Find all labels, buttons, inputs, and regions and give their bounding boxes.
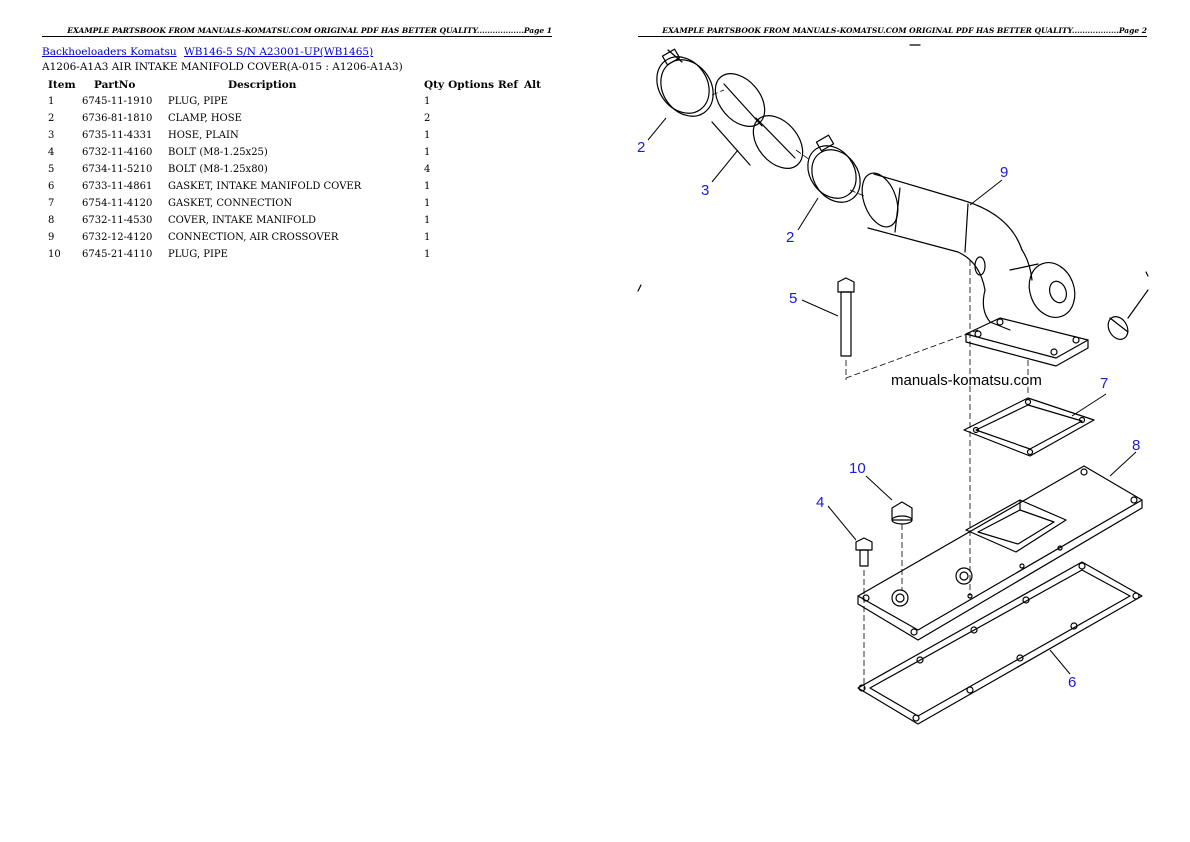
header-qty: Qty	[424, 79, 445, 91]
hose-clamp-top	[656, 48, 714, 117]
header-ref: Ref	[498, 79, 518, 91]
cell-description: PLUG, PIPE	[168, 96, 228, 107]
cell-description: HOSE, PLAIN	[168, 130, 239, 141]
exploded-parts-diagram: 2 3 2 9 5 7 8 10 4 6 manuals-komatsu.com	[637, 44, 1149, 725]
table-row: 7 6754-11-4120 GASKET, CONNECTION 1	[42, 195, 556, 212]
cell-qty: 1	[424, 96, 431, 107]
cell-partno: 6745-11-1910	[82, 96, 153, 107]
cell-partno: 6735-11-4331	[82, 130, 153, 141]
breadcrumb-category-link[interactable]: Backhoeloaders Komatsu	[42, 46, 177, 58]
page-header-right: EXAMPLE PARTSBOOK FROM MANUALS-KOMATSU.C…	[638, 26, 1147, 37]
cell-description: COVER, INTAKE MANIFOLD	[168, 215, 317, 226]
pipe-plug-right	[1107, 271, 1149, 340]
cell-qty: 2	[424, 113, 431, 124]
header-description: Description	[228, 79, 297, 91]
cell-qty: 1	[424, 198, 431, 209]
pipe-plug-10	[891, 501, 913, 525]
cell-item: 3	[48, 130, 55, 141]
cell-item: 1	[48, 96, 55, 107]
callout-8: 8	[1132, 437, 1140, 454]
air-crossover-connection	[861, 172, 1089, 367]
callout-6: 6	[1068, 674, 1076, 691]
header-partno: PartNo	[94, 79, 136, 91]
cell-qty: 1	[424, 215, 431, 226]
bolt-short	[855, 537, 873, 567]
cell-qty: 1	[424, 232, 431, 243]
cell-description: CONNECTION, AIR CROSSOVER	[168, 232, 339, 243]
cell-qty: 1	[424, 181, 431, 192]
cell-item: 8	[48, 215, 55, 226]
group-title: A1206-A1A3 AIR INTAKE MANIFOLD COVER(A-0…	[42, 61, 403, 73]
callout-2-middle: 2	[786, 229, 794, 246]
header-item: Item	[48, 79, 76, 91]
callout-10: 10	[849, 460, 866, 477]
cell-description: BOLT (M8-1.25x80)	[168, 164, 268, 175]
callout-5: 5	[789, 290, 797, 307]
cell-partno: 6732-12-4120	[82, 232, 153, 243]
breadcrumb-model-link[interactable]: WB146-5 S/N A23001-UP(WB1465)	[183, 46, 374, 58]
header-alt: Alt	[524, 79, 541, 91]
cell-item: 10	[48, 249, 61, 260]
cell-partno: 6734-11-5210	[82, 164, 153, 175]
cell-description: PLUG, PIPE	[168, 249, 228, 260]
cell-item: 4	[48, 147, 55, 158]
callout-7: 7	[1100, 375, 1108, 392]
table-row: 9 6732-12-4120 CONNECTION, AIR CROSSOVER…	[42, 229, 556, 246]
table-header-row: Item PartNo Description Qty Options Ref …	[42, 77, 556, 93]
cell-partno: 6732-11-4160	[82, 147, 153, 158]
cell-qty: 1	[424, 130, 431, 141]
cell-partno: 6754-11-4120	[82, 198, 153, 209]
callout-2-top: 2	[637, 139, 645, 156]
hose-clamp-middle	[807, 134, 861, 203]
cell-item: 5	[48, 164, 55, 175]
callout-3: 3	[701, 182, 709, 199]
cell-partno: 6732-11-4530	[82, 215, 153, 226]
cell-description: BOLT (M8-1.25x25)	[168, 147, 268, 158]
cell-partno: 6733-11-4861	[82, 181, 153, 192]
table-row: 10 6745-21-4110 PLUG, PIPE 1	[42, 246, 556, 263]
cell-description: GASKET, INTAKE MANIFOLD COVER	[168, 181, 362, 192]
header-options: Options	[448, 79, 494, 91]
cell-qty: 1	[424, 249, 431, 260]
cell-partno: 6745-21-4110	[82, 249, 153, 260]
watermark: manuals-komatsu.com	[891, 372, 1042, 389]
table-row: 3 6735-11-4331 HOSE, PLAIN 1	[42, 127, 556, 144]
cell-description: CLAMP, HOSE	[168, 113, 242, 124]
cell-item: 7	[48, 198, 55, 209]
callout-9: 9	[1000, 164, 1008, 181]
callout-4: 4	[816, 494, 824, 511]
intake-manifold-cover	[857, 465, 1143, 641]
cell-item: 6	[48, 181, 55, 192]
table-row: 5 6734-11-5210 BOLT (M8-1.25x80) 4	[42, 161, 556, 178]
table-row: 4 6732-11-4160 BOLT (M8-1.25x25) 1	[42, 144, 556, 161]
table-row: 6 6733-11-4861 GASKET, INTAKE MANIFOLD C…	[42, 178, 556, 195]
table-row: 1 6745-11-1910 PLUG, PIPE 1	[42, 93, 556, 110]
breadcrumb: Backhoeloaders Komatsu WB146-5 S/N A2300…	[42, 46, 377, 58]
intake-manifold-gasket	[857, 561, 1143, 725]
plain-hose	[711, 73, 804, 169]
table-row: 8 6732-11-4530 COVER, INTAKE MANIFOLD 1	[42, 212, 556, 229]
cell-description: GASKET, CONNECTION	[168, 198, 293, 209]
cell-qty: 4	[424, 164, 431, 175]
cell-item: 2	[48, 113, 55, 124]
page-header-left: EXAMPLE PARTSBOOK FROM MANUALS-KOMATSU.C…	[42, 26, 552, 37]
connection-gasket	[963, 397, 1095, 457]
cell-qty: 1	[424, 147, 431, 158]
parts-table: Item PartNo Description Qty Options Ref …	[42, 77, 556, 263]
cell-partno: 6736-81-1810	[82, 113, 153, 124]
bolt-long	[837, 277, 855, 357]
table-row: 2 6736-81-1810 CLAMP, HOSE 2	[42, 110, 556, 127]
cell-item: 9	[48, 232, 55, 243]
